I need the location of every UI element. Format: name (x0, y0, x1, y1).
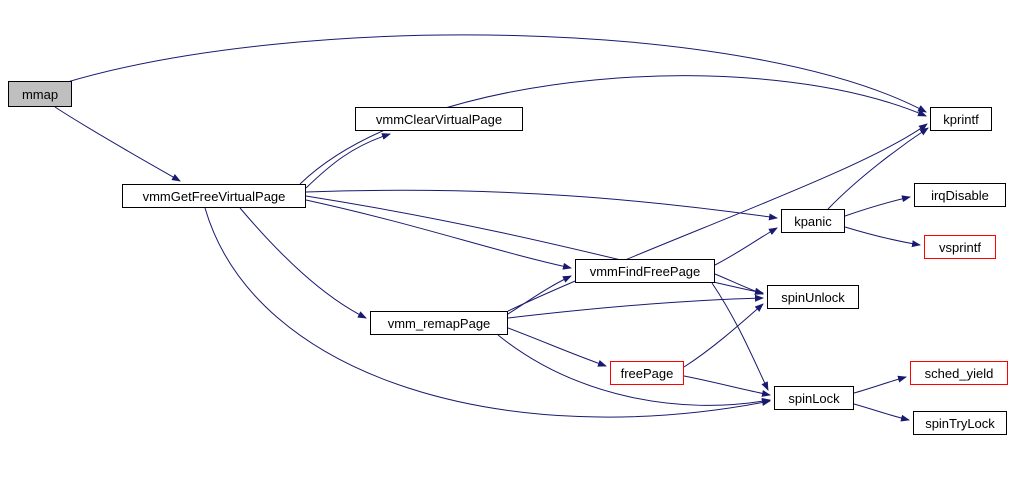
edge-kpanic-vsprintf (844, 226, 921, 248)
node-vsprintf[interactable]: vsprintf (924, 235, 996, 259)
edge-vmmgetfreevirtualpage-vmmremappage (239, 207, 367, 319)
edge-vmmremappage-kprintf (507, 123, 928, 312)
edge-vmmremappage-vmmfindfreepage (507, 275, 572, 315)
node-vmm-remappage[interactable]: vmm_remapPage (370, 311, 508, 335)
node-spinlock[interactable]: spinLock (774, 386, 854, 410)
edge-kpanic-kprintf (827, 127, 929, 210)
edge-vmmgetfreevirtualpage-vmmfindfreepage (305, 199, 572, 270)
node-spinunlock[interactable]: spinUnlock (767, 285, 859, 309)
node-irqdisable[interactable]: irqDisable (914, 183, 1006, 207)
edge-vmmfindfreepage-kpanic (714, 227, 778, 266)
edge-spinlock-schedyield (853, 375, 907, 394)
edge-vmmgetfreevirtualpage-spinlock (204, 207, 771, 418)
edge-vmmgetfreevirtualpage-spinunlock (305, 195, 764, 295)
edge-vmmremappage-spinlock (497, 334, 771, 406)
node-kprintf[interactable]: kprintf (930, 107, 992, 131)
node-sched-yield[interactable]: sched_yield (910, 361, 1008, 385)
node-vmmclearvirtualpage[interactable]: vmmClearVirtualPage (355, 107, 523, 131)
node-freepage[interactable]: freePage (610, 361, 684, 385)
node-mmap: mmap (8, 81, 72, 107)
edge-vmmgetfreevirtualpage-vmmclearvirtualpage (305, 133, 391, 189)
edge-freepage-spinlock (683, 375, 771, 397)
node-vmmgetfreevirtualpage[interactable]: vmmGetFreeVirtualPage (122, 184, 306, 208)
edge-vmmfindfreepage-spinunlock (714, 273, 764, 295)
edge-vmmgetfreevirtualpage-kpanic (305, 189, 778, 221)
edge-vmmfindfreepage-spinlock (711, 282, 769, 391)
edge-spinlock-spintrylock (853, 403, 910, 422)
node-kpanic[interactable]: kpanic (781, 209, 845, 233)
edge-vmmremappage-freepage (507, 327, 607, 367)
edge-mmap-vmmgetfreevirtualpage (54, 106, 181, 182)
node-vmmfindfreepage[interactable]: vmmFindFreePage (575, 259, 715, 283)
edge-kpanic-irqdisable (844, 195, 911, 217)
edge-mmap-kprintf (63, 34, 927, 113)
node-spintrylock[interactable]: spinTryLock (913, 411, 1007, 435)
edge-vmmgetfreevirtualpage-kprintf (299, 75, 927, 185)
edge-freepage-spinunlock (683, 303, 764, 368)
edge-vmmremappage-spinunlock (507, 294, 764, 319)
